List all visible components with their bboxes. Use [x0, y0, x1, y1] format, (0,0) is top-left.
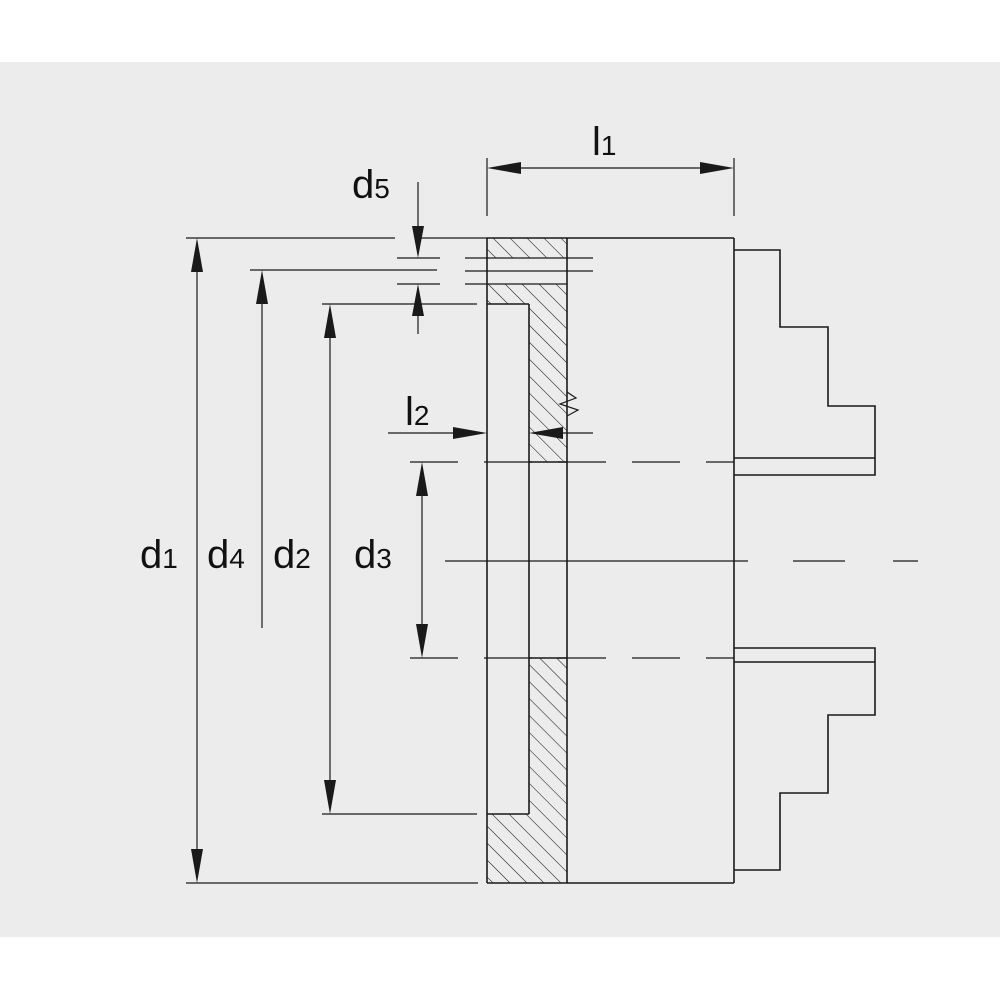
jaw-lower — [734, 647, 876, 871]
label-d3: d3 — [354, 533, 392, 577]
label-d2: d2 — [273, 533, 311, 577]
label-d1: d1 — [140, 533, 178, 577]
dimension-l2 — [388, 427, 593, 439]
drawing-panel — [0, 62, 1000, 937]
dimension-d1 — [191, 238, 203, 883]
label-l2: l2 — [405, 390, 429, 434]
dimension-d4 — [256, 270, 268, 628]
extension-lines — [186, 158, 735, 884]
dimension-d3 — [416, 462, 428, 658]
label-d4: d4 — [207, 533, 245, 577]
center-lines — [410, 461, 918, 659]
dimension-d2 — [324, 304, 336, 814]
dimension-d5 — [412, 182, 424, 334]
jaw-upper — [734, 249, 876, 476]
section-hatching — [487, 238, 567, 883]
label-d5: d5 — [352, 163, 390, 207]
dimension-l1 — [487, 162, 734, 174]
label-l1: l1 — [592, 120, 616, 164]
